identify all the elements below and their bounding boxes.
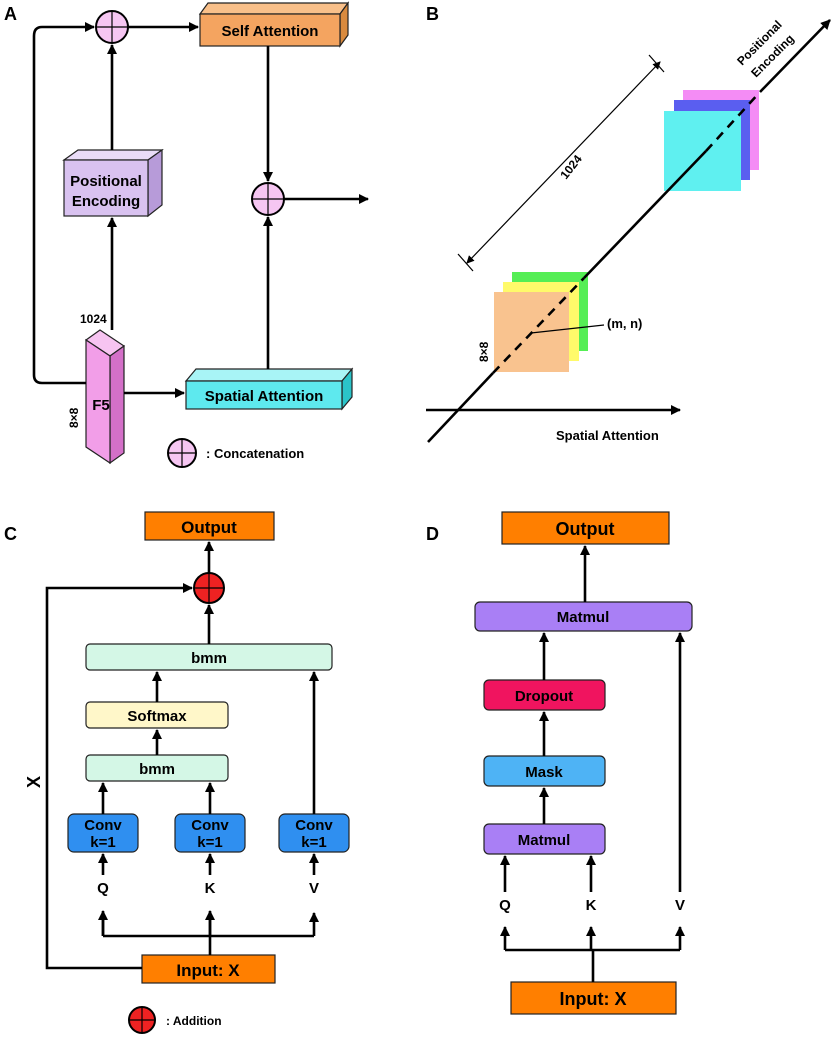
d-matmul-top-label: Matmul: [557, 609, 610, 626]
f5-spatial-label: 8×8: [67, 407, 81, 428]
c-k-label: K: [205, 880, 216, 897]
c-input-label: Input: X: [176, 961, 240, 980]
spatial-attention-box: Spatial Attention: [184, 367, 354, 411]
c-bmm-top-label: bmm: [191, 650, 227, 667]
panel-a-label: A: [4, 4, 17, 24]
concat-legend-label: : Concatenation: [206, 446, 304, 461]
spatial-axis-label: Spatial Attention: [556, 428, 659, 443]
d-matmul-bottom-label: Matmul: [518, 832, 571, 849]
concat-legend: : Concatenation: [167, 438, 304, 468]
addition-legend: : Addition: [128, 1006, 222, 1034]
self-attention-label: Self Attention: [222, 23, 319, 40]
d-matmul-top-box: [474, 601, 693, 632]
panel-d: D Output Matmul Dropout Mask Matmul Q K …: [426, 511, 693, 1015]
d-input-box: [510, 981, 677, 1015]
c-v-label: V: [309, 880, 319, 897]
d-dropout-label: Dropout: [515, 688, 573, 705]
c-output-box: [144, 511, 275, 541]
d-v-label: V: [675, 897, 685, 914]
f5-depth-label: 1024: [80, 312, 107, 326]
mn-label: (m, n): [607, 316, 642, 331]
d-output-label: Output: [556, 519, 615, 539]
d-mask-label: Mask: [525, 764, 563, 781]
concat-circle-top: [95, 10, 129, 44]
spatial-attention-label: Spatial Attention: [205, 388, 324, 405]
depth-dimension: 1024: [457, 54, 665, 272]
panel-a-arrows: [32, 22, 369, 398]
c-q-label: Q: [97, 880, 109, 897]
positional-encoding-label-1: Positional: [70, 173, 142, 190]
self-attention-box: Self Attention: [198, 1, 350, 48]
concat-circle-mid: [251, 182, 285, 216]
positional-encoding-label-2: Encoding: [72, 193, 140, 210]
panel-d-label: D: [426, 524, 439, 544]
f5-face: [85, 338, 111, 465]
c-x-label: X: [24, 776, 44, 788]
c-conv-q-label-1: Conv: [84, 817, 122, 834]
positional-axis: [427, 19, 831, 443]
c-output-label: Output: [181, 518, 237, 537]
c-conv-v-label-1: Conv: [295, 817, 333, 834]
d-output-box: [501, 511, 670, 545]
depth-label: 1024: [557, 152, 585, 182]
panel-b: B 1024 (m, n) 8×8 Positional: [426, 4, 831, 443]
c-conv-v-label-2: k=1: [301, 834, 326, 851]
d-q-label: Q: [499, 897, 511, 914]
c-bmm-bottom-label: bmm: [139, 761, 175, 778]
panel-a: A Self Attention Positional Encoding F5 …: [4, 1, 369, 468]
positional-encoding-box: Positional Encoding: [62, 148, 164, 218]
f5-block: F5: [84, 329, 126, 465]
c-conv-q-label-2: k=1: [90, 834, 115, 851]
c-addition-circle: [193, 572, 225, 604]
plane-dim-label: 8×8: [477, 341, 491, 362]
c-conv-k-label-2: k=1: [197, 834, 222, 851]
c-softmax-label: Softmax: [127, 708, 187, 725]
positional-encoding-face: [63, 159, 149, 217]
spatial-attention-face: [185, 380, 343, 410]
plane-top-cyan: [664, 111, 741, 191]
self-attention-face: [199, 13, 341, 47]
panel-c-arrows: [45, 541, 314, 970]
mn-pointer: [530, 324, 605, 334]
d-k-label: K: [586, 897, 597, 914]
panel-c: C Output bmm Softmax bmm Conv k=1 Conv k…: [4, 511, 350, 1034]
f5-label: F5: [92, 397, 110, 414]
addition-legend-label: : Addition: [166, 1014, 222, 1028]
panel-b-label: B: [426, 4, 439, 24]
d-input-label: Input: X: [560, 989, 627, 1009]
c-conv-k-label-1: Conv: [191, 817, 229, 834]
c-input-box: [141, 954, 276, 984]
panel-c-label: C: [4, 524, 17, 544]
panel-d-arrows: [500, 545, 685, 982]
